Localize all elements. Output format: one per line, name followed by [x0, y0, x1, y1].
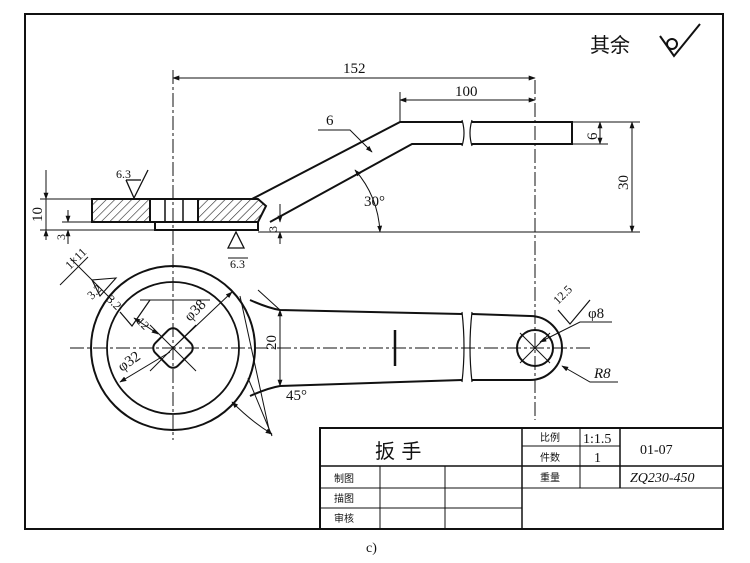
dim-10: 10 [30, 207, 46, 222]
ring-inner [106, 281, 240, 415]
figure-caption: c) [366, 541, 377, 556]
material: ZQ230-450 [630, 471, 695, 486]
ring-outer [90, 265, 256, 431]
dim-30: 30 [616, 175, 632, 190]
surface-finish-icon [659, 23, 701, 58]
dim-20: 20 [264, 335, 280, 350]
end-boss [529, 315, 563, 381]
traced-label: 描图 [334, 492, 354, 505]
roughness-symbol-plan-right [557, 299, 591, 325]
title-block [319, 427, 724, 530]
dim-45-degree: 45° [286, 388, 307, 404]
dim-phi8: φ8 [588, 306, 604, 322]
roughness-top-value: 6.3 [116, 167, 131, 181]
dim-phi38: φ38 [182, 297, 210, 325]
scale-label: 比例 [540, 431, 560, 444]
qty-value: 1 [594, 451, 601, 466]
dim-152: 152 [343, 61, 366, 77]
plan-view: 20 φ38 φ32 12 3.2 1×11 3.2 45° 12.5 φ8 [59, 245, 618, 437]
dim-3-left: 3 [54, 234, 68, 240]
dim-100: 100 [455, 84, 478, 100]
dim-3-mid: 3 [266, 226, 280, 232]
roughness-symbol-top [125, 169, 149, 200]
checked-label: 审核 [334, 512, 354, 525]
dim-6-side: 6 [585, 132, 601, 140]
roughness-bottom-value: 6.3 [230, 257, 245, 271]
hole-phi8 [516, 329, 554, 367]
dim-12: 12 [134, 314, 152, 332]
dim-r8: R8 [593, 366, 611, 382]
square-hole-section [149, 198, 199, 223]
dim-chamfer: 1×11 [62, 245, 89, 272]
weight-label: 重量 [540, 471, 560, 484]
roughness-symbol-bottom [226, 230, 246, 249]
drawing-frame [24, 13, 724, 530]
side-view: 152 100 6 6 30 30° 10 3 3 6.3 [30, 61, 640, 440]
roughness-symbol-small [91, 277, 118, 297]
drawing-number: 01-07 [640, 443, 673, 458]
roughness-small-value: 3.2 [84, 282, 105, 303]
surface-note-label: 其余 [590, 33, 630, 57]
dim-6-thickness: 6 [326, 113, 334, 129]
roughness-symbol-plan-left [119, 299, 151, 327]
drawn-label: 制图 [334, 472, 354, 485]
dim-phi32: φ32 [115, 349, 144, 376]
dim-30-degree: 30° [364, 194, 385, 210]
part-name: 扳 手 [375, 439, 421, 463]
qty-label: 件数 [540, 451, 560, 464]
handle-end [472, 121, 573, 145]
scale-value: 1:1.5 [583, 432, 611, 447]
roughness-plan-right-value: 12.5 [550, 282, 575, 307]
